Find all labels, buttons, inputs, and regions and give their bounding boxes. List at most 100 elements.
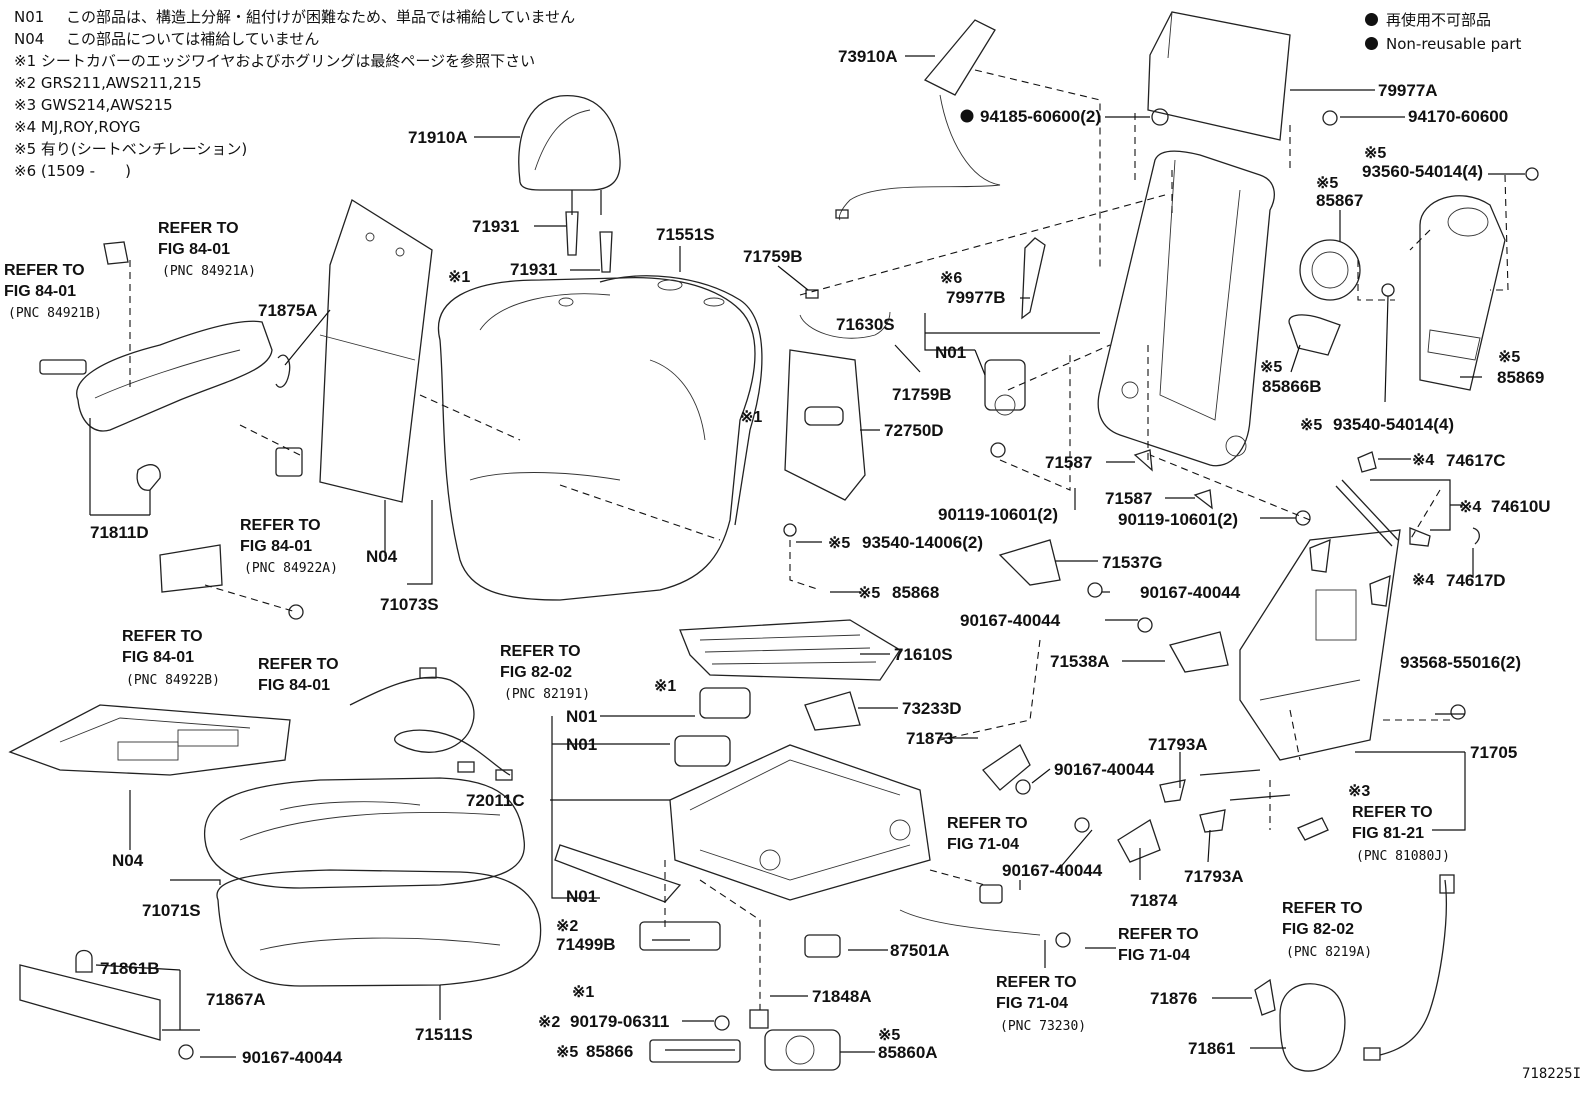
mark-5g: ※5 [858,585,880,602]
mark-4c: ※4 [1412,572,1434,589]
label-71610S: 71610S [894,645,953,664]
mark-5i: ※5 [878,1027,900,1044]
label-90167-40044-c: 90167-40044 [1054,760,1155,779]
back-panel-shape [1147,11,1291,141]
label-71875A: 71875A [258,301,318,320]
svg-text:FIG 84-01: FIG 84-01 [122,649,194,666]
svg-text:REFER TO: REFER TO [122,628,203,645]
legend-jp: 再使用不可部品 [1365,8,1521,32]
mark-2b: ※2 [538,1014,560,1031]
label-74617D: 74617D [1446,571,1506,590]
mark-6: ※6 [940,270,962,287]
svg-text:(PNC 84922B): (PNC 84922B) [126,673,220,688]
seatback-frame-shape [1021,150,1275,467]
note-1: ※1 シートカバーのエッジワイヤおよびホグリングは最終ページを参照下さい [14,52,536,70]
buckle-shape [804,884,1041,958]
ref-84921B: REFER TO FIG 84-01 (PNC 84921B) [4,262,102,321]
note-6: ※6 (1509 - ) [14,162,131,180]
label-N01-c: N01 [566,735,597,754]
mark-1b: ※1 [740,409,762,426]
ref-81080J: REFER TO FIG 81-21 (PNC 81080J) [1352,804,1450,864]
svg-text:(PNC 84921A): (PNC 84921A) [162,264,256,279]
part-labels: 73910A 94185-60600(2) 79977A 94170-60600… [90,47,1551,1067]
label-71861B: 71861B [100,959,160,978]
label-71876: 71876 [1150,989,1197,1008]
label-71537G: 71537G [1102,553,1163,572]
label-87501A: 87501A [890,941,950,960]
seat-spring-shape [679,619,901,681]
cushion-fan-shape [764,1029,841,1071]
reference-labels: REFER TO FIG 84-01 (PNC 84921A) REFER TO… [4,220,1450,1034]
harness-right-shape [1363,874,1455,1061]
side-shield-shape [39,241,303,491]
label-71793A-a: 71793A [1148,735,1208,754]
ref-84922A: REFER TO FIG 84-01 (PNC 84922A) [240,517,338,576]
label-71873: 71873 [906,729,953,748]
note-3: ※3 GWS214,AWS215 [14,96,173,114]
label-N04-a: N04 [366,547,398,566]
label-72750D: 72750D [884,421,944,440]
note-4: ※4 MJ,ROY,ROYG [14,118,141,136]
svg-text:FIG 71-04: FIG 71-04 [1118,947,1190,964]
label-85868: 85868 [892,583,939,602]
label-90167-40044-b: 90167-40044 [960,611,1061,630]
note-2: ※2 GRS211,AWS211,215 [14,74,202,92]
svg-text:REFER TO: REFER TO [1352,804,1433,821]
label-90119-10601-a: 90119-10601(2) [938,505,1058,524]
label-93568-55016: 93568-55016(2) [1400,653,1521,672]
heater-mat-shape [8,704,291,776]
leader-lines [89,55,1525,1058]
mark-5e: ※5 [1300,417,1322,434]
svg-text:FIG 82-02: FIG 82-02 [1282,921,1354,938]
label-90179-06311: 90179-06311 [570,1012,669,1031]
label-71931-b: 71931 [510,260,557,279]
label-79977A: 79977A [1378,81,1438,100]
label-71793A-b: 71793A [1184,867,1244,886]
label-71848A: 71848A [812,987,872,1006]
front-cover-shape [19,949,161,1041]
svg-text:REFER TO: REFER TO [947,815,1028,832]
seat-frame-shape [669,687,931,901]
svg-text:FIG 84-01: FIG 84-01 [4,283,76,300]
svg-text:(PNC 73230): (PNC 73230) [1000,1019,1086,1034]
mark-5c: ※5 [1260,359,1282,376]
label-73233D: 73233D [902,699,962,718]
svg-text:REFER TO: REFER TO [996,974,1077,991]
seat-bottom-shape [216,869,542,987]
svg-text:(PNC 84921B): (PNC 84921B) [8,306,102,321]
label-85860A: 85860A [878,1043,938,1062]
svg-text:(PNC 82191): (PNC 82191) [504,687,590,702]
seatback-rear-board-shape [1239,529,1401,761]
mark-5a: ※5 [1364,145,1386,162]
wire-harness-shape [349,667,513,781]
headrest-support-shape [565,211,613,273]
headrest-shape [518,95,621,215]
assembly-dashed-lines [129,69,1509,1010]
label-90167-40044-e: 90167-40044 [242,1048,343,1067]
ref-71-04-a: REFER TO FIG 71-04 [947,815,1028,853]
ref-73230: REFER TO FIG 71-04 (PNC 73230) [996,974,1086,1034]
mark-2a: ※2 [556,918,578,935]
mark-5b: ※5 [1316,175,1338,192]
label-71511S: 71511S [415,1025,473,1044]
fan-assembly-shape [1288,195,1506,391]
label-N01-a: N01 [935,343,966,362]
label-71587-a: 71587 [1045,453,1092,472]
mark-5h: ※5 [556,1044,578,1061]
label-85869: 85869 [1497,368,1544,387]
ref-82191: REFER TO FIG 82-02 (PNC 82191) [500,643,590,702]
label-74610U: 74610U [1491,497,1551,516]
label-71630S: 71630S [836,315,895,334]
svg-text:FIG 71-04: FIG 71-04 [947,836,1019,853]
label-71759B-a: 71759B [743,247,803,266]
non-reusable-dot-icon [1365,37,1378,50]
svg-text:FIG 84-01: FIG 84-01 [258,677,330,694]
label-90167-40044-d: 90167-40044 [1002,861,1103,880]
label-71073S: 71073S [380,595,439,614]
label-73910A: 73910A [838,47,898,66]
mark-4a: ※4 [1412,452,1434,469]
